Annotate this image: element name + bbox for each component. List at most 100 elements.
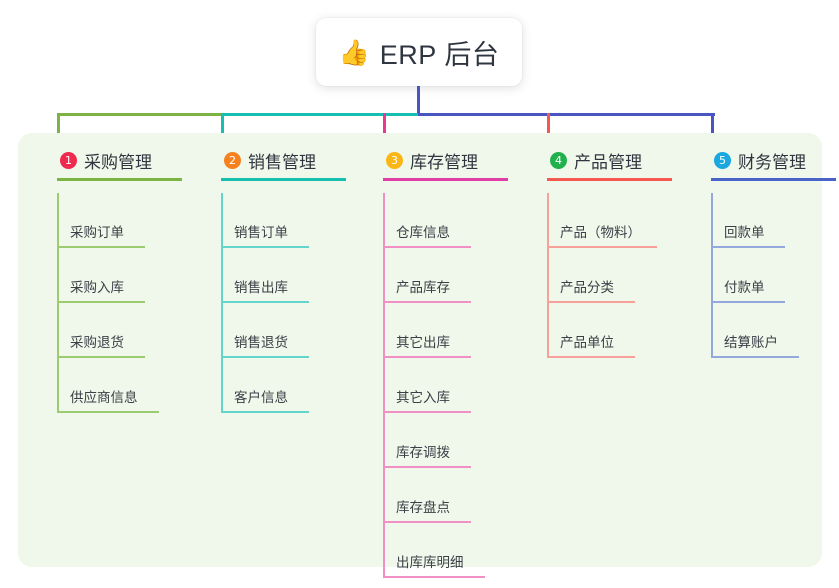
column-4: 4 产品管理产品（物料） 产品分类产品单位 — [530, 147, 672, 358]
leaf-label: 其它入库 — [396, 390, 450, 405]
leaf-item[interactable]: 销售订单 — [204, 193, 346, 248]
leaf-label: 产品库存 — [396, 280, 450, 295]
leaf-rule — [383, 411, 471, 413]
leaf-item[interactable]: 回款单 — [694, 193, 836, 248]
root-node-title: ERP 后台 — [379, 39, 500, 70]
leaf-label: 产品分类 — [560, 280, 614, 295]
column-badge-4: 4 — [550, 151, 567, 169]
leaf-rule — [383, 301, 471, 303]
leaf-list-1: 采购订单采购入库采购退货供应商信息 — [40, 193, 182, 413]
column-badge-2: 2 — [224, 151, 241, 169]
column-1: 1 采购管理采购订单采购入库采购退货供应商信息 — [40, 147, 182, 413]
column-rule-4 — [547, 178, 672, 181]
leaf-item[interactable]: 销售退货 — [204, 303, 346, 358]
leaf-item[interactable]: 采购退货 — [40, 303, 182, 358]
leaf-item[interactable]: 仓库信息 — [366, 193, 508, 248]
leaf-rule — [57, 411, 159, 413]
leaf-rule — [547, 356, 635, 358]
column-title-3: 库存管理 — [410, 152, 478, 172]
column-title-4: 产品管理 — [574, 152, 642, 172]
leaf-label: 销售退货 — [234, 335, 288, 350]
leaf-label: 产品（物料） — [560, 225, 641, 240]
leaf-item[interactable]: 其它出库 — [366, 303, 508, 358]
leaf-item[interactable]: 产品库存 — [366, 248, 508, 303]
leaf-label: 仓库信息 — [396, 225, 450, 240]
leaf-item[interactable]: 库存调拨 — [366, 413, 508, 468]
column-title-1: 采购管理 — [84, 152, 152, 172]
leaf-label: 付款单 — [724, 280, 765, 295]
leaf-label: 客户信息 — [234, 390, 288, 405]
column-header-3[interactable]: 3 库存管理 — [366, 147, 508, 173]
leaf-label: 采购退货 — [70, 335, 124, 350]
column-stem-3 — [383, 113, 386, 140]
leaf-rule — [57, 356, 145, 358]
leaf-item[interactable]: 销售出库 — [204, 248, 346, 303]
leaf-item[interactable]: 客户信息 — [204, 358, 346, 413]
column-rule-5 — [711, 178, 836, 181]
leaf-rule — [383, 356, 471, 358]
leaf-list-2: 销售订单销售出库销售退货客户信息 — [204, 193, 346, 413]
leaf-label: 销售订单 — [234, 225, 288, 240]
leaf-rule — [221, 356, 309, 358]
column-title-5: 财务管理 — [738, 152, 806, 172]
leaf-label: 其它出库 — [396, 335, 450, 350]
column-header-2[interactable]: 2 销售管理 — [204, 147, 346, 173]
leaf-rule — [383, 521, 471, 523]
leaf-rule — [221, 411, 309, 413]
column-rule-2 — [221, 178, 346, 181]
leaf-rule — [57, 246, 145, 248]
diagram-panel: 1 采购管理采购订单采购入库采购退货供应商信息 2 销售管理销售订单销售出库销售退货客… — [18, 133, 836, 578]
column-title-2: 销售管理 — [248, 152, 316, 172]
column-stem-4 — [547, 113, 550, 140]
root-node-card[interactable]: 👍 ERP 后台 — [316, 18, 522, 86]
leaf-rule — [221, 301, 309, 303]
leaf-item[interactable]: 付款单 — [694, 248, 836, 303]
leaf-item[interactable]: 出库库明细 — [366, 523, 508, 578]
column-header-1[interactable]: 1 采购管理 — [40, 147, 182, 173]
leaf-spine-1 — [57, 193, 59, 413]
leaf-label: 采购入库 — [70, 280, 124, 295]
leaf-spine-4 — [547, 193, 549, 358]
leaf-rule — [711, 356, 799, 358]
leaf-item[interactable]: 其它入库 — [366, 358, 508, 413]
leaf-spine-2 — [221, 193, 223, 413]
leaf-item[interactable]: 采购订单 — [40, 193, 182, 248]
column-header-5[interactable]: 5 财务管理 — [694, 147, 836, 173]
leaf-label: 回款单 — [724, 225, 765, 240]
column-badge-3: 3 — [386, 151, 403, 169]
column-badge-5: 5 — [714, 151, 731, 169]
column-stem-2 — [221, 113, 224, 140]
column-rule-3 — [383, 178, 508, 181]
leaf-rule — [383, 466, 471, 468]
leaf-label: 库存盘点 — [396, 500, 450, 515]
leaf-rule — [711, 301, 785, 303]
column-stem-1 — [57, 113, 60, 140]
column-3: 3 库存管理仓库信息产品库存其它出库其它入库库存调拨库存盘点出库库明细 — [366, 147, 508, 578]
column-2: 2 销售管理销售订单销售出库销售退货客户信息 — [204, 147, 346, 413]
leaf-rule — [711, 246, 785, 248]
trunk-segment-root-left — [222, 113, 418, 116]
leaf-spine-3 — [383, 193, 385, 578]
leaf-label: 供应商信息 — [70, 390, 138, 405]
leaf-item[interactable]: 库存盘点 — [366, 468, 508, 523]
leaf-item[interactable]: 产品分类 — [530, 248, 672, 303]
leaf-rule — [547, 246, 657, 248]
leaf-list-5: 回款单付款单结算账户 — [694, 193, 836, 358]
trunk-segment-1 — [58, 113, 222, 116]
leaf-item[interactable]: 结算账户 — [694, 303, 836, 358]
thumbs-up-icon: 👍 — [338, 37, 370, 67]
root-stem — [417, 86, 420, 116]
leaf-label: 产品单位 — [560, 335, 614, 350]
leaf-item[interactable]: 产品（物料） — [530, 193, 672, 248]
leaf-rule — [547, 301, 635, 303]
leaf-item[interactable]: 产品单位 — [530, 303, 672, 358]
leaf-item[interactable]: 采购入库 — [40, 248, 182, 303]
leaf-item[interactable]: 供应商信息 — [40, 358, 182, 413]
leaf-label: 销售出库 — [234, 280, 288, 295]
leaf-rule — [221, 246, 309, 248]
column-badge-1: 1 — [60, 151, 77, 169]
leaf-spine-5 — [711, 193, 713, 358]
column-header-4[interactable]: 4 产品管理 — [530, 147, 672, 173]
leaf-label: 库存调拨 — [396, 445, 450, 460]
leaf-label: 结算账户 — [724, 335, 778, 350]
